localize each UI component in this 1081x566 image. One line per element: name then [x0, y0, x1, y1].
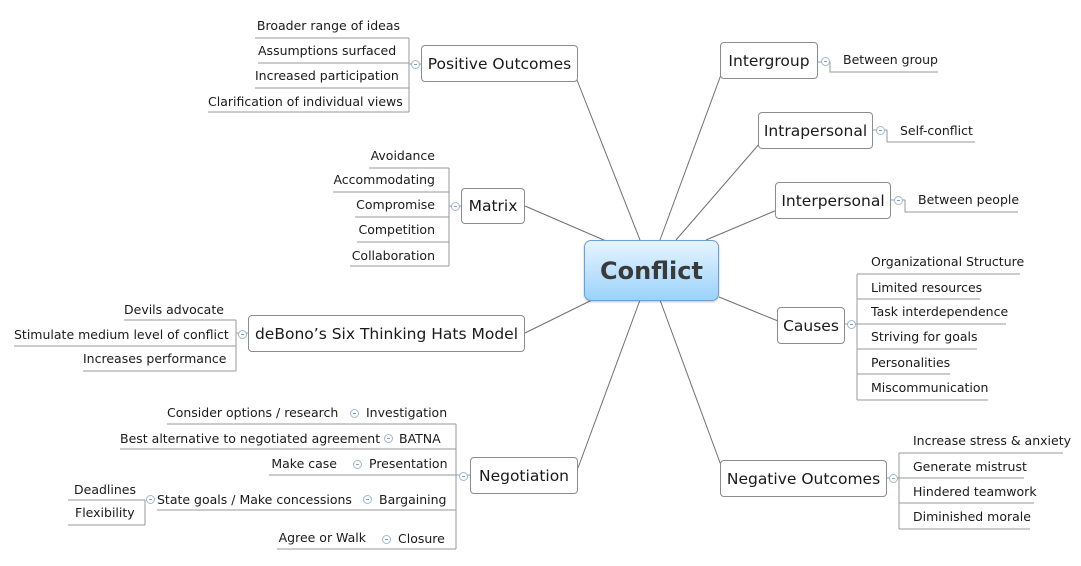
- leaf-batna[interactable]: BATNA: [399, 431, 441, 446]
- leaf-between-group[interactable]: Between group: [843, 52, 938, 67]
- leaf-generate-mistrust[interactable]: Generate mistrust: [913, 459, 1027, 474]
- leaf-between-people[interactable]: Between people: [918, 192, 1020, 207]
- leaf-increase-stress[interactable]: Increase stress & anxiety: [913, 433, 1072, 448]
- topic-negative-outcomes[interactable]: Negative Outcomes: [720, 460, 887, 497]
- leaf-striving-for-goals[interactable]: Striving for goals: [871, 329, 978, 344]
- collapse-toggle-icon[interactable]: [459, 472, 468, 481]
- leaf-increases-performance[interactable]: Increases performance: [83, 351, 227, 366]
- leaf-miscommunication[interactable]: Miscommunication: [871, 380, 989, 395]
- collapse-toggle-icon[interactable]: [382, 535, 391, 544]
- leaf-stimulate-conflict[interactable]: Stimulate medium level of conflict: [14, 327, 229, 342]
- topic-matrix[interactable]: Matrix: [461, 188, 525, 224]
- leaf-avoidance[interactable]: Avoidance: [370, 148, 435, 163]
- leaf-task-interdependence[interactable]: Task interdependence: [871, 304, 1009, 319]
- leaf-personalities[interactable]: Personalities: [871, 355, 951, 370]
- topic-positive-outcomes[interactable]: Positive Outcomes: [421, 45, 578, 82]
- topic-intergroup[interactable]: Intergroup: [720, 42, 818, 79]
- leaf-clarification[interactable]: Clarification of individual views: [208, 94, 403, 109]
- topic-intrapersonal[interactable]: Intrapersonal: [758, 112, 873, 149]
- leaf-investigation[interactable]: Investigation: [366, 405, 448, 420]
- leaf-devils-advocate[interactable]: Devils advocate: [124, 302, 224, 317]
- collapse-toggle-icon[interactable]: [384, 434, 393, 443]
- topic-negotiation[interactable]: Negotiation: [470, 457, 578, 494]
- collapse-toggle-icon[interactable]: [451, 202, 460, 211]
- topic-debono-six-thinking-hats[interactable]: deBono’s Six Thinking Hats Model: [248, 315, 525, 352]
- leaf-closure[interactable]: Closure: [398, 531, 445, 546]
- topic-interpersonal[interactable]: Interpersonal: [775, 182, 891, 219]
- leaf-competition[interactable]: Competition: [358, 222, 436, 237]
- collapse-toggle-icon[interactable]: [889, 474, 898, 483]
- leaf-state-goals[interactable]: State goals / Make concessions: [157, 492, 352, 507]
- collapse-toggle-icon[interactable]: [821, 57, 830, 66]
- leaf-compromise[interactable]: Compromise: [356, 197, 435, 212]
- leaf-presentation[interactable]: Presentation: [369, 456, 448, 471]
- collapse-toggle-icon[interactable]: [876, 126, 885, 135]
- collapse-toggle-icon[interactable]: [350, 409, 359, 418]
- leaf-agree-or-walk[interactable]: Agree or Walk: [278, 530, 366, 545]
- leaf-best-alternative[interactable]: Best alternative to negotiated agreement: [120, 431, 381, 446]
- collapse-toggle-icon[interactable]: [353, 460, 362, 469]
- leaf-assumptions-surfaced[interactable]: Assumptions surfaced: [258, 43, 397, 58]
- leaf-increased-participation[interactable]: Increased participation: [255, 68, 399, 83]
- leaf-hindered-teamwork[interactable]: Hindered teamwork: [913, 484, 1037, 499]
- leaf-limited-resources[interactable]: Limited resources: [871, 280, 983, 295]
- collapse-toggle-icon[interactable]: [411, 60, 420, 69]
- topic-causes[interactable]: Causes: [777, 307, 845, 344]
- leaf-collaboration[interactable]: Collaboration: [351, 248, 435, 263]
- collapse-toggle-icon[interactable]: [363, 495, 372, 504]
- leaf-diminished-morale[interactable]: Diminished morale: [913, 509, 1031, 524]
- collapse-toggle-icon[interactable]: [146, 495, 155, 504]
- leaf-flexibility[interactable]: Flexibility: [75, 505, 135, 520]
- leaf-consider-options[interactable]: Consider options / research: [167, 405, 339, 420]
- leaf-self-conflict[interactable]: Self-conflict: [900, 123, 973, 138]
- leaf-accommodating[interactable]: Accommodating: [333, 172, 435, 187]
- collapse-toggle-icon[interactable]: [894, 196, 903, 205]
- leaf-make-case[interactable]: Make case: [271, 456, 337, 471]
- leaf-bargaining[interactable]: Bargaining: [379, 492, 447, 507]
- leaf-broader-range[interactable]: Broader range of ideas: [256, 18, 400, 33]
- central-topic[interactable]: Conflict: [584, 240, 719, 301]
- collapse-toggle-icon[interactable]: [238, 330, 247, 339]
- leaf-organizational-structure[interactable]: Organizational Structure: [871, 254, 1025, 269]
- collapse-toggle-icon[interactable]: [847, 320, 856, 329]
- leaf-deadlines[interactable]: Deadlines: [74, 482, 136, 497]
